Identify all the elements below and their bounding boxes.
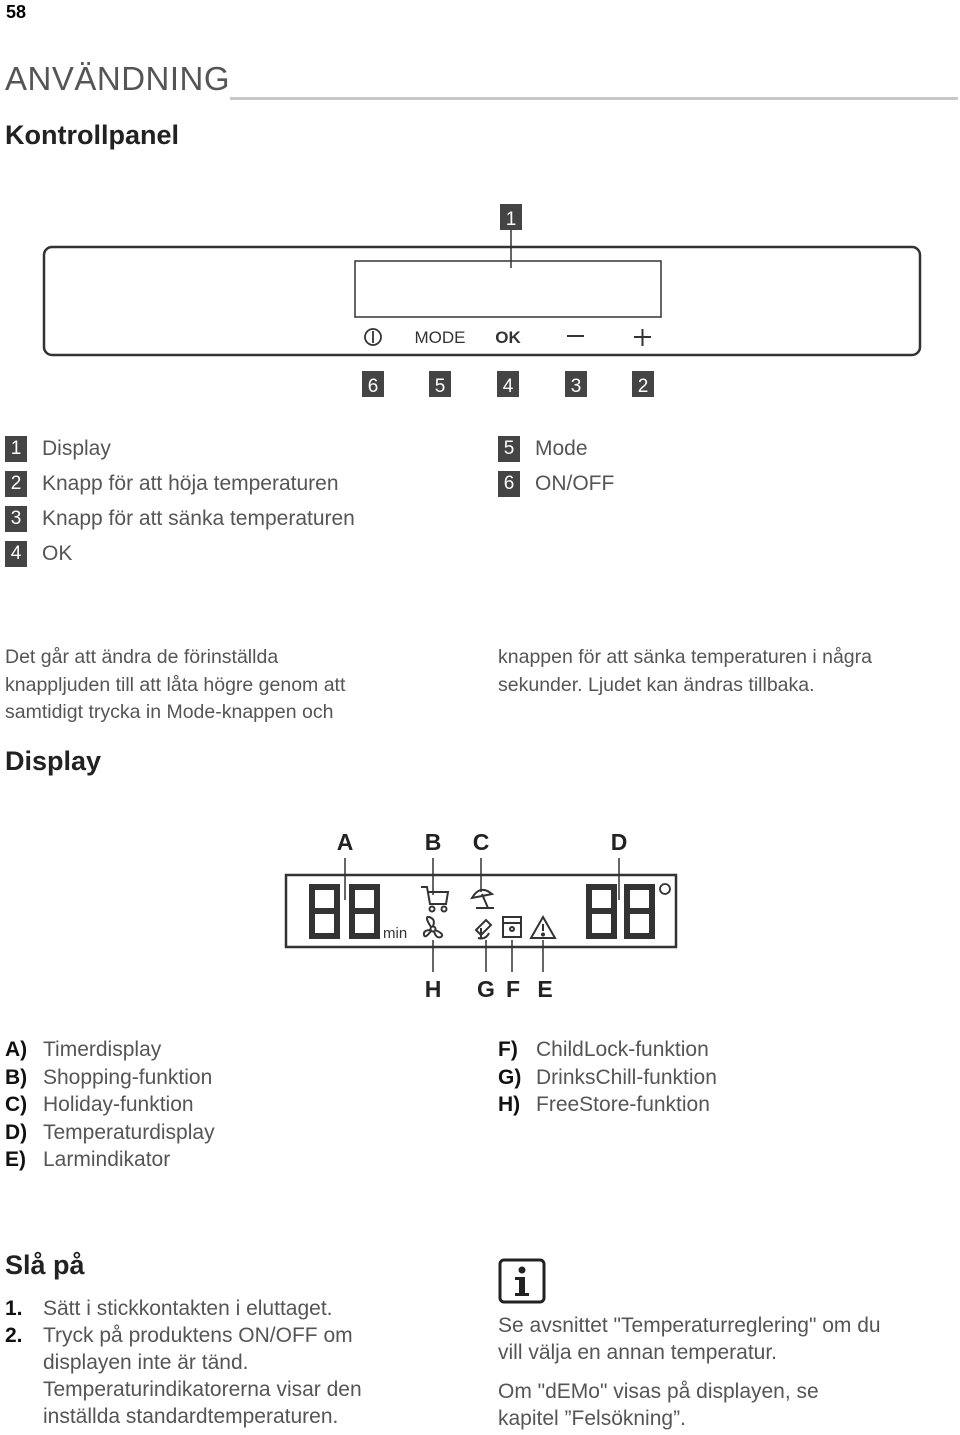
display-item: A)Timerdisplay xyxy=(5,1038,162,1061)
svg-text:3: 3 xyxy=(571,376,582,397)
display-item: E)Larmindikator xyxy=(5,1148,171,1171)
label-h: H xyxy=(425,976,442,1002)
note-right: knappen för att sänka temperaturen i någ… xyxy=(498,646,872,696)
display-diagram: A B C D min xyxy=(284,829,678,1002)
timer-digits xyxy=(309,884,380,939)
display-heading: Display xyxy=(5,746,102,776)
childlock-icon xyxy=(502,916,522,938)
control-panel-heading: Kontrollpanel xyxy=(5,120,179,150)
badge-plus: 2 xyxy=(632,371,654,397)
label-f: F xyxy=(506,976,520,1002)
svg-text:6: 6 xyxy=(368,376,379,397)
section-title: ANVÄNDNING xyxy=(5,60,231,97)
display-items-left: A)Timerdisplay B)Shopping-funktion C)Hol… xyxy=(5,1036,215,1174)
step-item: 1.Sätt i stickkontakten i eluttaget. xyxy=(5,1297,333,1320)
display-item: F)ChildLock-funktion xyxy=(498,1038,709,1061)
display-item: G)DrinksChill-funktion xyxy=(498,1065,717,1089)
degree-icon xyxy=(659,883,671,895)
holiday-icon xyxy=(470,888,495,909)
badge-display xyxy=(500,204,522,230)
label-e: E xyxy=(537,976,552,1002)
label-c: C xyxy=(473,829,490,855)
display-item: B)Shopping-funktion xyxy=(5,1065,213,1089)
info-paragraph-2: Om "dEMo" visas på displayen, se kapitel… xyxy=(498,1380,819,1430)
badge-mode: 5 xyxy=(429,371,451,397)
display-items-right: F)ChildLock-funktion G)DrinksChill-funkt… xyxy=(498,1036,717,1119)
plus-icon xyxy=(634,329,651,346)
min-unit: min xyxy=(383,925,407,942)
temperature-digits xyxy=(586,884,655,939)
label-b: B xyxy=(425,829,442,855)
display-window xyxy=(354,260,662,318)
display-item: C)Holiday-funktion xyxy=(5,1093,194,1116)
svg-text:4: 4 xyxy=(503,376,514,397)
display-item: D)Temperaturdisplay xyxy=(5,1120,215,1144)
ok-button-label: OK xyxy=(495,328,521,347)
badge-ok: 4 xyxy=(497,371,519,397)
drinkschill-icon xyxy=(474,918,493,940)
info-paragraph-1: Se avsnittet "Temperaturreglering" om du… xyxy=(498,1314,881,1364)
switch-on-heading: Slå på xyxy=(5,1250,85,1280)
badge-power: 6 xyxy=(362,371,384,397)
title-rule xyxy=(230,97,958,100)
display-frame xyxy=(284,873,678,949)
note-left: Det går att ändra de förinställda knappl… xyxy=(5,646,346,723)
control-panel-diagram: 1 MODE OK 6 5 4 3 2 xyxy=(42,204,922,397)
panel-outline xyxy=(42,245,922,357)
label-a: A xyxy=(337,829,354,855)
step-item: 2.Tryck på produktens ON/OFF om displaye… xyxy=(5,1324,362,1428)
alarm-icon xyxy=(529,914,557,939)
badge-display-text: 1 xyxy=(506,209,517,230)
svg-text:5: 5 xyxy=(435,376,446,397)
badge-minus: 3 xyxy=(565,371,587,397)
label-d: D xyxy=(611,829,628,855)
mode-button-label: MODE xyxy=(415,328,466,347)
shopping-cart-icon xyxy=(421,886,450,913)
svg-text:2: 2 xyxy=(638,376,649,397)
switch-on-steps: 1.Sätt i stickkontakten i eluttaget. 2.T… xyxy=(5,1295,475,1430)
info-icon xyxy=(498,1258,546,1304)
page-number: 58 xyxy=(6,2,27,22)
label-g: G xyxy=(477,976,495,1002)
power-icon xyxy=(364,328,382,346)
freestore-icon xyxy=(422,915,444,939)
display-item: H)FreeStore-funktion xyxy=(498,1093,710,1116)
